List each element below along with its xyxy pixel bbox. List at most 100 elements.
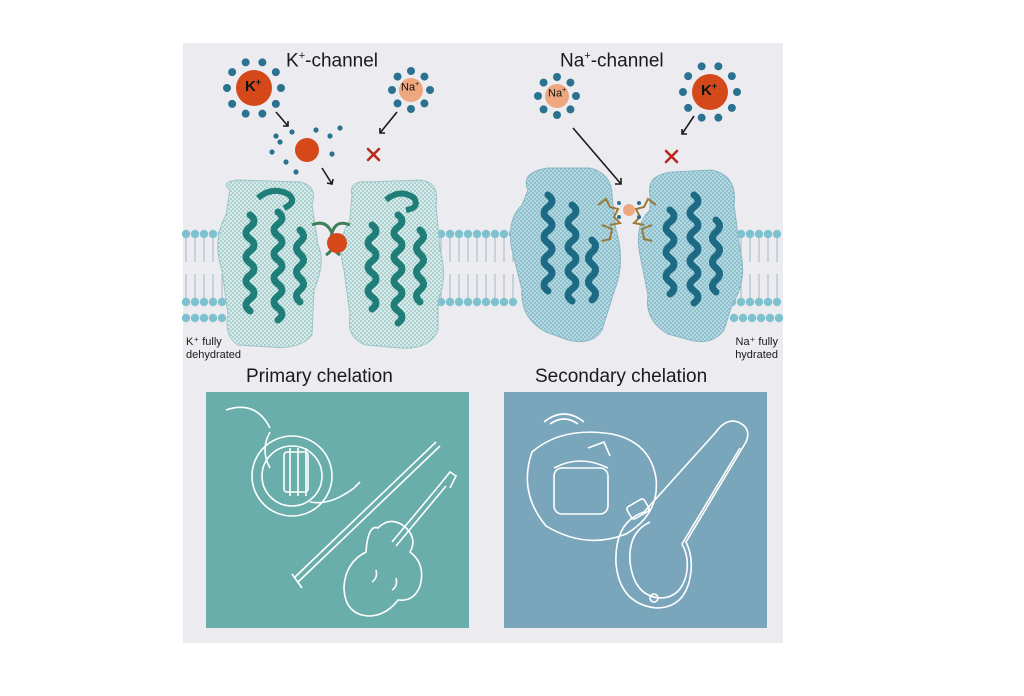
- water-molecule: [241, 109, 250, 118]
- lipid-head: [763, 297, 773, 307]
- water-molecule: [714, 113, 723, 122]
- water-molecule: [684, 103, 693, 112]
- water-molecule: [273, 133, 279, 139]
- water-molecule: [241, 58, 250, 67]
- water-molecule: [258, 58, 267, 67]
- lipid-head: [508, 297, 518, 307]
- k-channel-protein-right: [340, 179, 444, 349]
- water-molecule: [426, 86, 434, 94]
- lipid-head: [745, 229, 755, 239]
- lipid-head: [181, 229, 191, 239]
- lipid-head: [445, 297, 455, 307]
- k-dehydrated-note: K⁺ fully dehydrated: [186, 336, 241, 362]
- water-molecule: [733, 88, 741, 96]
- lipid-head: [436, 297, 446, 307]
- lipid-head: [208, 313, 218, 323]
- water-molecule: [407, 67, 415, 75]
- k-title-ion: K: [286, 50, 299, 72]
- water-molecule: [271, 68, 280, 77]
- water-molecule: [534, 92, 542, 100]
- water-molecule: [727, 72, 736, 81]
- instrument-bag-icon: [526, 413, 658, 542]
- lipid-head: [481, 229, 491, 239]
- k-ion-label-right: K+: [701, 81, 717, 99]
- water-molecule: [420, 72, 429, 81]
- arrow-icon: [275, 111, 695, 185]
- lipid-head: [754, 297, 764, 307]
- water-molecule: [697, 113, 706, 122]
- k-title-sup: +: [298, 50, 306, 62]
- lipid-head: [190, 229, 200, 239]
- na-title-sup: +: [584, 50, 591, 62]
- water-molecule: [714, 62, 723, 71]
- water-molecule: [407, 105, 415, 113]
- ion-core: [623, 204, 635, 216]
- na-ion-label-right: Na+: [548, 87, 566, 100]
- lipid-head: [454, 229, 464, 239]
- water-molecule: [617, 215, 621, 219]
- water-molecule: [393, 99, 402, 108]
- k-title-rest: -channel: [305, 50, 379, 72]
- water-molecule: [388, 86, 396, 94]
- lipid-head: [463, 297, 473, 307]
- k-ion-letter: K: [245, 78, 256, 95]
- water-molecule: [277, 139, 283, 145]
- ion-core: [399, 78, 423, 102]
- lipid-head: [772, 229, 782, 239]
- lipid-head: [499, 297, 509, 307]
- lipid-head: [490, 297, 500, 307]
- lipid-head: [736, 229, 746, 239]
- lipid-head: [490, 229, 500, 239]
- ion-core: [295, 138, 319, 162]
- lipid-head: [199, 297, 209, 307]
- water-molecule: [337, 125, 343, 131]
- na-ion-letters: Na: [401, 81, 416, 94]
- lipid-head: [774, 313, 784, 323]
- lipid-head: [747, 313, 757, 323]
- water-molecule: [539, 105, 548, 114]
- na-ion-sup-2: +: [562, 87, 567, 94]
- water-molecule: [617, 201, 621, 205]
- water-molecule: [572, 92, 580, 100]
- lipid-head: [190, 297, 200, 307]
- ion-core: [327, 233, 347, 253]
- lipid-head: [208, 229, 218, 239]
- na-note-line1: Na⁺ fully: [735, 336, 779, 348]
- water-molecule: [637, 215, 641, 219]
- secondary-chelation-illustration: [504, 392, 767, 628]
- k-channel-title: K+-channel: [286, 50, 378, 72]
- violin-bow-icon: [291, 441, 441, 589]
- water-molecule: [283, 159, 289, 165]
- lipid-head: [181, 313, 191, 323]
- lipid-head: [445, 229, 455, 239]
- lipid-head: [217, 297, 227, 307]
- water-molecule: [228, 99, 237, 108]
- water-molecule: [258, 109, 267, 118]
- lipid-head: [472, 229, 482, 239]
- primary-chelation-heading: Primary chelation: [246, 366, 393, 387]
- violin-case-icon: [615, 420, 749, 609]
- lipid-head: [454, 297, 464, 307]
- water-molecule: [271, 99, 280, 108]
- lipid-head: [754, 229, 764, 239]
- na-title-ion: Na: [560, 50, 585, 72]
- water-molecule: [553, 73, 561, 81]
- lipid-head: [199, 229, 209, 239]
- water-molecule: [393, 72, 402, 81]
- lipid-head: [217, 313, 227, 323]
- lipid-head: [181, 297, 191, 307]
- lipid-head: [736, 297, 746, 307]
- french-horn-icon: [225, 406, 361, 517]
- water-molecule: [553, 111, 561, 119]
- na-selectivity-filter: [597, 197, 657, 242]
- lipid-head: [463, 229, 473, 239]
- lipid-head: [729, 313, 739, 323]
- water-molecule: [684, 72, 693, 81]
- na-channel-protein-left: [509, 167, 622, 343]
- water-molecule: [223, 84, 231, 92]
- k-ion-sup-2: +: [711, 81, 718, 91]
- water-molecule: [277, 84, 285, 92]
- k-note-line2: dehydrated: [186, 349, 242, 361]
- water-molecule: [289, 129, 295, 135]
- water-molecule: [727, 103, 736, 112]
